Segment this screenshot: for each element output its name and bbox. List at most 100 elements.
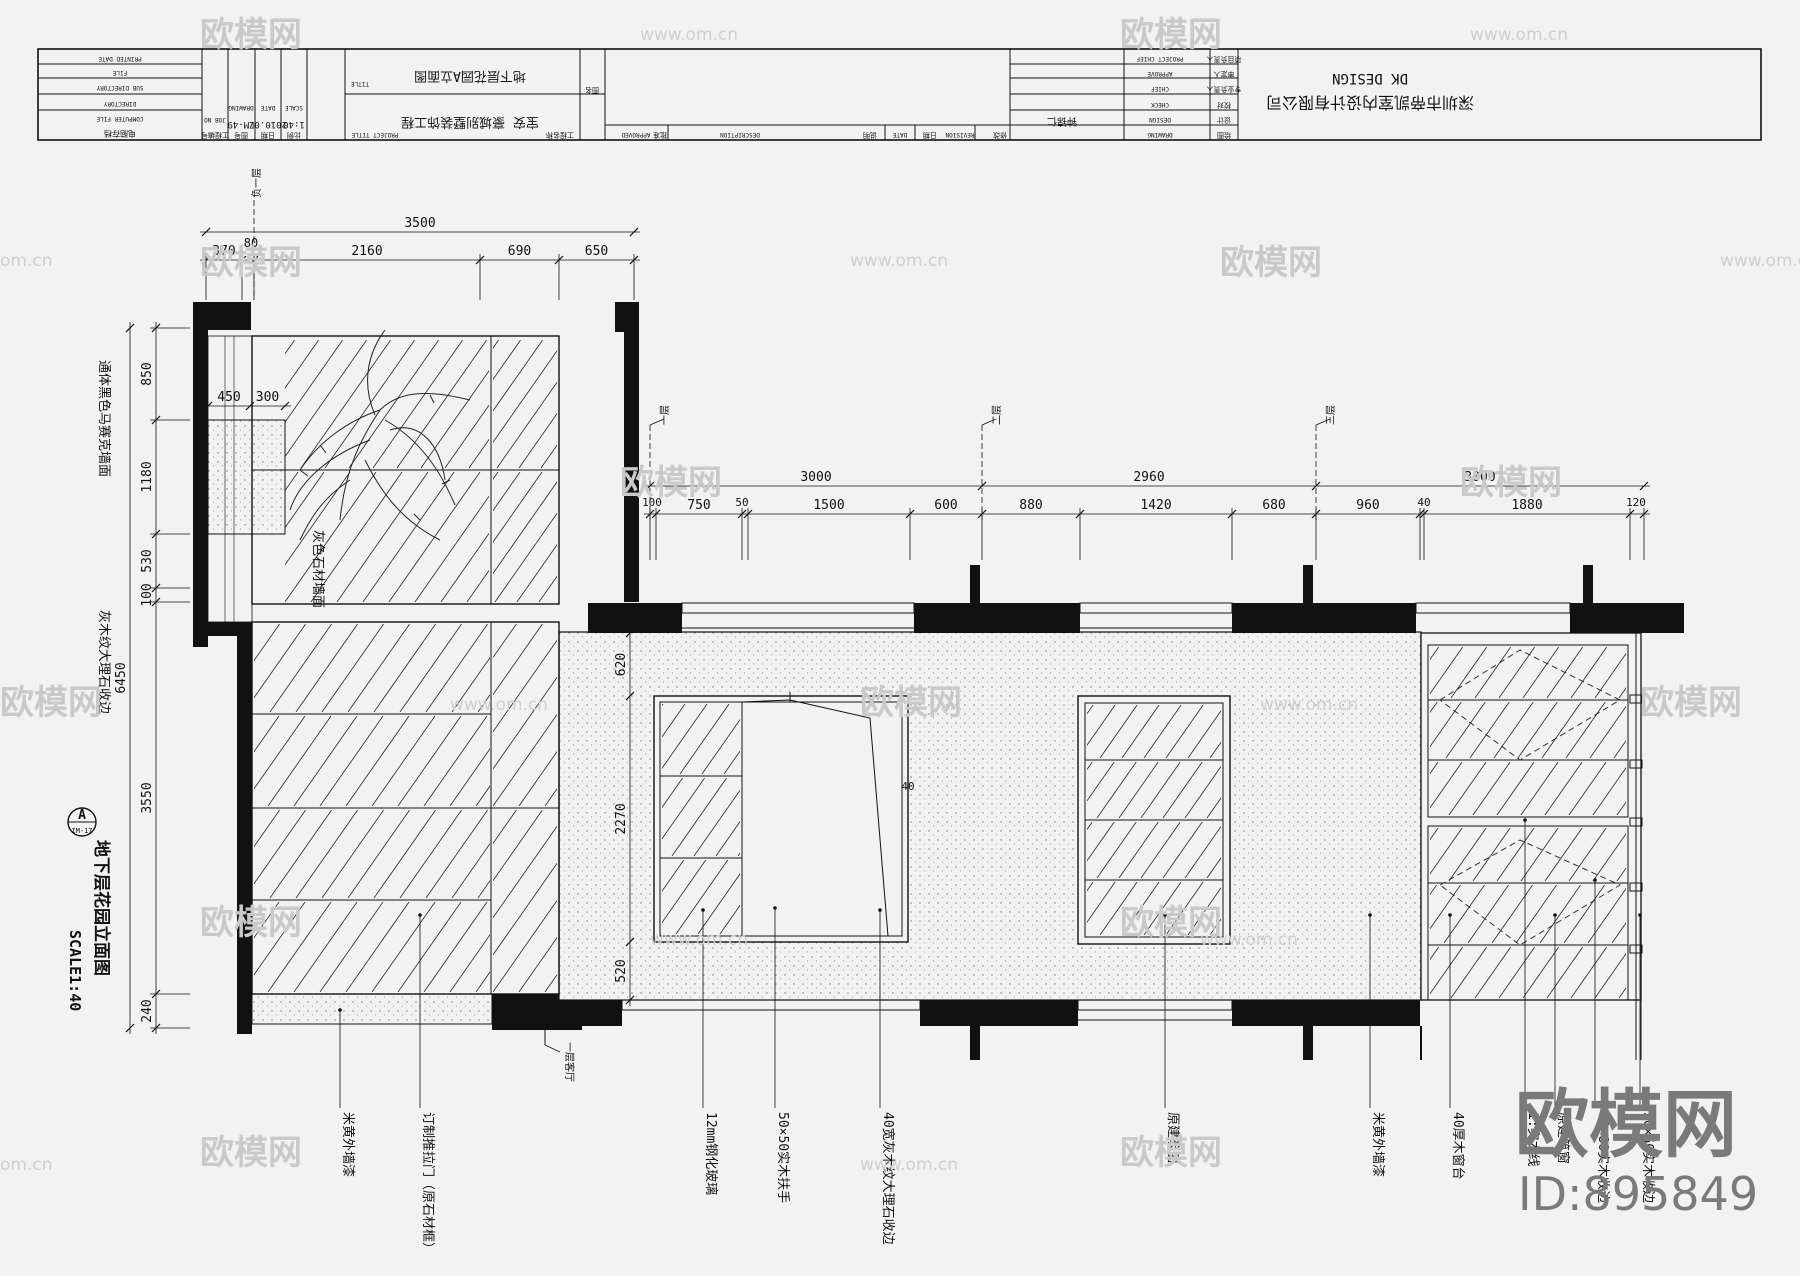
callout-text: 米黄外墙漆: [1370, 1112, 1386, 1177]
title-block: [37, 48, 1762, 141]
callout-text: 12mm钢化玻璃: [703, 1112, 718, 1195]
watermark-url: www.om.cn: [640, 25, 738, 45]
watermark-url: om.cn: [0, 251, 53, 271]
wall-left-upper: [193, 302, 208, 647]
watermark: 欧模网: [860, 683, 962, 723]
logo-id: ID:895849: [1518, 1167, 1758, 1221]
label-marble-edge: 灰木纹大理石收边: [96, 610, 111, 714]
dimension-value: 6450: [114, 662, 129, 693]
drawing-by-label: DRAWING: [1147, 131, 1173, 138]
revision-label: REVISION: [945, 131, 974, 138]
dimension-value: 2270: [614, 803, 629, 834]
sub-directory-label: SUB DIRECTORY: [96, 84, 143, 91]
material-callouts: 通体黑色马赛克墙面灰木纹大理石收边灰色石材墙面AIM-17地下层花园立面图SCA…: [66, 360, 1655, 1255]
scale-cn: 比例: [287, 131, 301, 140]
dimension-value: 960: [1356, 498, 1379, 513]
elevation-ref: A: [78, 808, 86, 823]
watermark-url: www.om.cn: [1720, 251, 1800, 271]
level-tag: 一层客厅: [563, 1042, 576, 1082]
dimension-value: 1500: [813, 498, 844, 513]
watermark-url: www.om.cn: [1200, 930, 1298, 950]
dimension-value: 3000: [1464, 470, 1495, 485]
level-tag: 负一层: [250, 168, 263, 198]
level-tag: 二层: [991, 405, 1003, 425]
drawing-number: LM-49: [227, 119, 254, 129]
watermark: 欧模网: [620, 463, 722, 503]
dimension-value: 50: [735, 496, 748, 509]
watermark: 欧模网: [1460, 463, 1562, 503]
dimension-value: 530: [140, 549, 155, 572]
approve-cn: 审定人: [1214, 70, 1235, 79]
label-mosaic-wall: 通体黑色马赛克墙面: [96, 360, 112, 477]
design-label: DESIGN: [1149, 116, 1171, 123]
watermark-url: om.cn: [0, 1155, 53, 1175]
base-band: [251, 993, 493, 1025]
description-cn: 说明: [863, 131, 877, 140]
dimension-value: 520: [614, 959, 629, 982]
dimension-value: 600: [934, 498, 957, 513]
watermark: 欧模网: [1120, 903, 1222, 943]
main-elevation: [558, 565, 1684, 1060]
watermark: 欧模网: [1640, 683, 1742, 723]
dimension-value: 100: [140, 583, 155, 606]
watermark: 欧模网: [0, 683, 102, 723]
watermark-url: www.om.cn: [860, 1155, 958, 1175]
dimension-value: 80: [244, 236, 258, 250]
design-cn: 设计: [1217, 116, 1231, 125]
watermarks: 欧模网欧模网欧模网欧模网欧模网欧模网欧模网欧模网欧模网欧模网欧模网欧模网欧模网w…: [0, 15, 1800, 1175]
project-title-cn: 工程名称: [546, 131, 574, 140]
dimension-value: 1880: [1511, 498, 1542, 513]
dimension-value: 450: [217, 390, 240, 405]
approved-label: APPROVED: [621, 131, 650, 138]
watermark: 欧模网: [1120, 1133, 1222, 1173]
watermark-url: www.om.cn: [650, 930, 748, 950]
watermark: 欧模网: [1220, 243, 1322, 283]
date-value: 2010.07: [249, 119, 287, 129]
elevation-scale: SCALE1:40: [66, 930, 84, 1011]
callout-text: 米黄外墙漆: [340, 1112, 356, 1177]
dimension-value: 650: [585, 244, 608, 259]
dimension-value: 240: [140, 999, 155, 1022]
project-title-label: PROJECT TITLE: [351, 131, 398, 138]
revision-date-label: DATE: [892, 131, 907, 138]
elevation-title: 地下层花园立面图: [91, 840, 112, 976]
revision-cn: 修改: [993, 131, 1007, 140]
scale-value: 1:40: [283, 119, 305, 129]
watermark: 欧模网: [1120, 15, 1222, 55]
dimension-value: 100: [642, 496, 662, 509]
dimension-value: 40: [1417, 496, 1430, 509]
dimension-value: 2160: [351, 244, 382, 259]
job-no-cn: 工程编号: [201, 131, 229, 140]
dimension-value: 880: [1019, 498, 1042, 513]
scale-label: SCALE: [285, 104, 303, 111]
dimension-value: 120: [1626, 496, 1646, 509]
watermark-url: www.om.cn: [1260, 695, 1358, 715]
watermark: 欧模网: [200, 1133, 302, 1173]
drawing-title: 地下层花园A立面图: [414, 68, 526, 84]
title-label: TITLE: [351, 80, 369, 87]
project-chief-cn: 项目负责人: [1207, 55, 1242, 64]
dimension-value: 620: [614, 653, 629, 676]
drawing-name-cn: 图名: [585, 86, 599, 95]
designer-name: 钟锦仁: [1047, 115, 1077, 128]
plant-drawing: [289, 329, 471, 541]
project-name: 宝安 豪城别墅装饰工程: [401, 114, 539, 130]
check-label: CHECK: [1151, 101, 1169, 108]
printed-date-label: PRINTED DATE: [98, 55, 142, 62]
dimension-value: 300: [256, 390, 279, 405]
level-tag: 三层: [1325, 405, 1337, 425]
wall-ledge: [193, 622, 250, 636]
callout-text: 1:实木线: [1525, 1112, 1540, 1167]
chief-cn: 专业负责人: [1207, 85, 1242, 94]
company-name: 深圳市帝凯室内设计有限公司: [1266, 93, 1474, 112]
callout-text: 50×60实木收边: [1640, 1112, 1655, 1203]
computer-file-label: COMPUTER FILE: [96, 115, 143, 122]
left-section: [193, 302, 639, 1045]
dimension-value: 680: [1262, 498, 1285, 513]
description-label: DESCRIPTION: [720, 131, 760, 138]
drawing-by-cn: 绘图: [1217, 131, 1231, 140]
revision-date-cn: 日期: [923, 131, 937, 139]
project-chief-label: PROJECT CHIEF: [1136, 55, 1183, 62]
